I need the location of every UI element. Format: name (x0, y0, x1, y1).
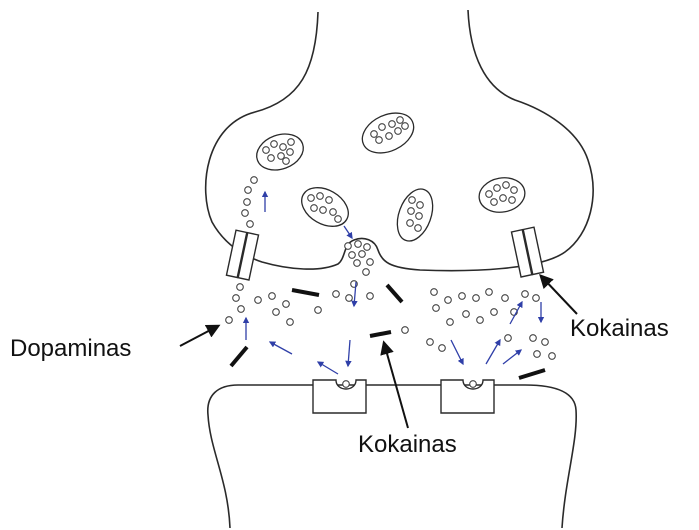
label-kokainas-right: Kokainas (570, 315, 669, 342)
label-kokainas-bottom: Kokainas (358, 431, 457, 458)
released-vesicle-dopamine (345, 241, 374, 276)
label-dopaminas: Dopaminas (10, 335, 131, 362)
vesicle-dopamine (263, 117, 518, 232)
vesicle (252, 128, 309, 176)
vesicle (391, 184, 440, 246)
transporter-right (511, 227, 543, 277)
cocaine-right-pointer (541, 276, 577, 314)
diffusion-arrows (246, 192, 541, 374)
transporter-left (226, 230, 258, 280)
cocaine-molecules (231, 285, 545, 378)
dopamine-pointer (180, 326, 218, 346)
